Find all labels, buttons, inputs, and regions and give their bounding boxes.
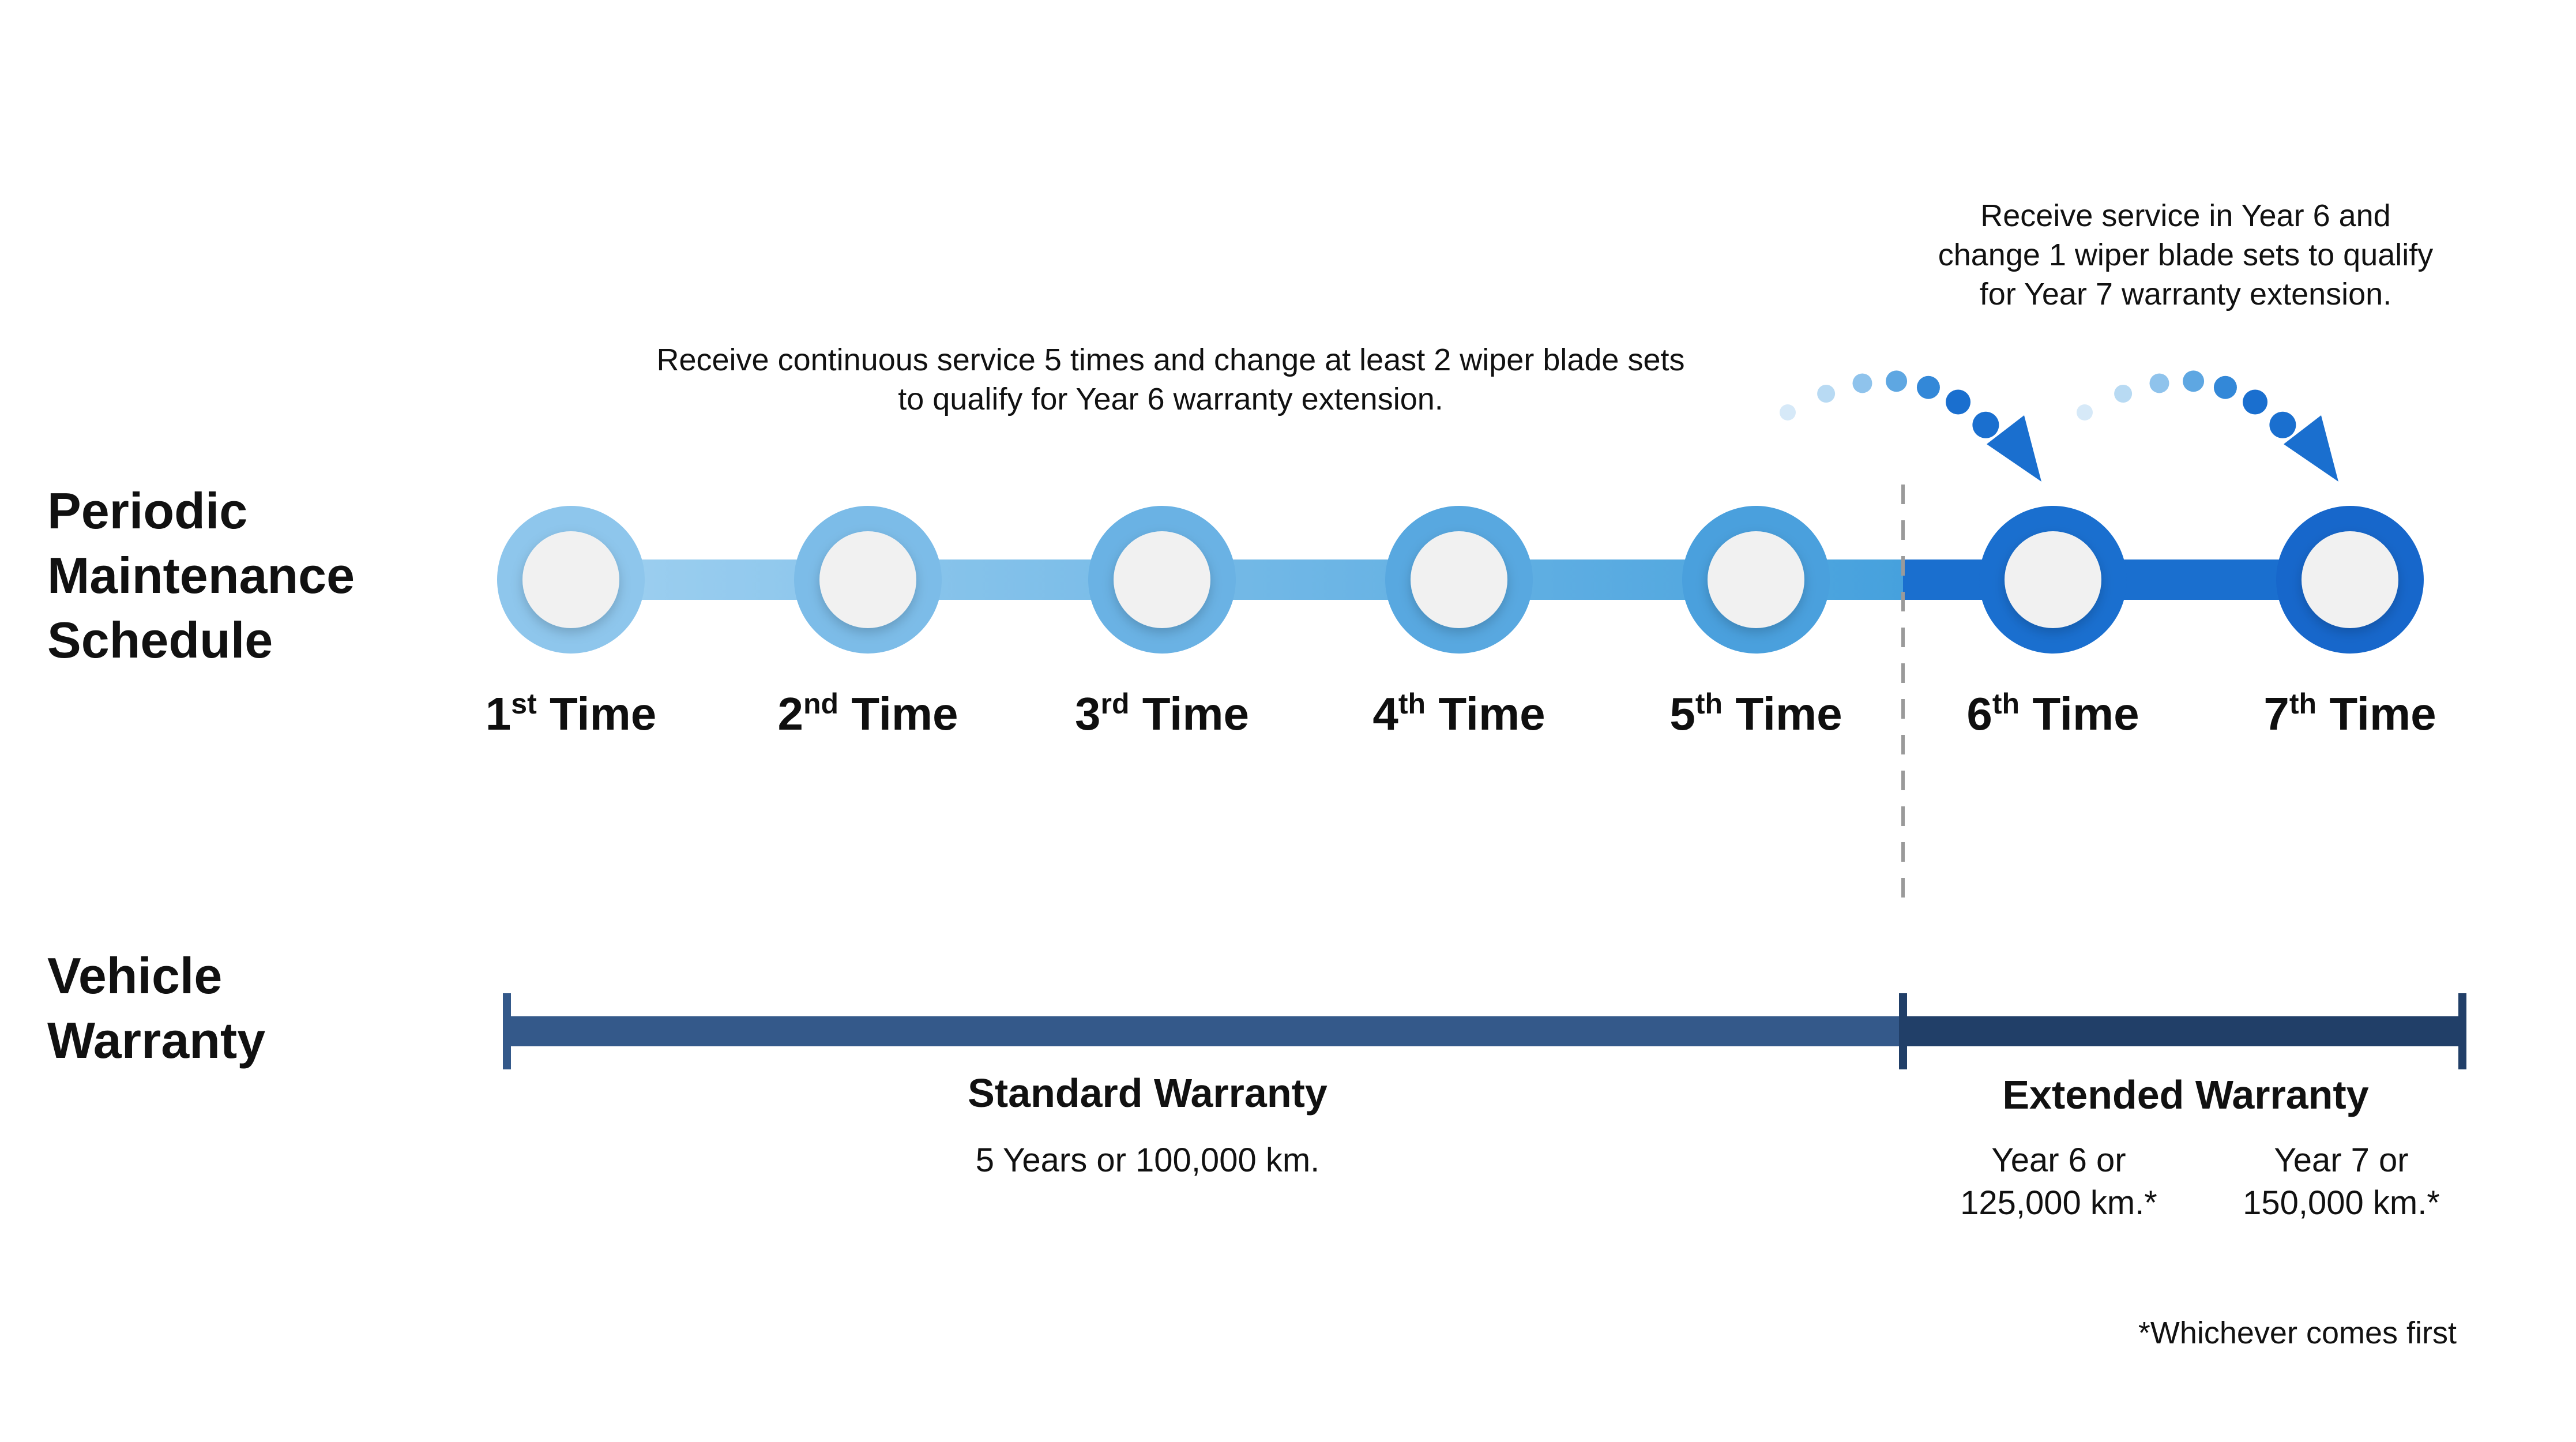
timeline-track-standard <box>571 559 1903 600</box>
vehicle-warranty-heading: Vehicle Warranty <box>47 944 265 1073</box>
heading-line: Warranty <box>47 1012 266 1069</box>
step-node <box>497 506 645 654</box>
step-knob <box>1411 531 1507 628</box>
footnote: *Whichever comes first <box>2138 1316 2457 1350</box>
arrow-dot <box>1780 404 1796 420</box>
step-knob <box>1114 531 1210 628</box>
step-node <box>1682 506 1830 654</box>
step-word: Time <box>536 688 657 739</box>
arrow-dot <box>1886 370 1908 392</box>
maintenance-schedule-heading: Periodic Maintenance Schedule <box>47 479 355 673</box>
step-knob <box>819 531 916 628</box>
standard-warranty-title: Standard Warranty <box>968 1071 1328 1116</box>
year7-line: 150,000 km.* <box>2243 1184 2440 1222</box>
qualify-arrows <box>1780 370 2338 482</box>
note-line: Receive service in Year 6 and <box>1980 198 2391 233</box>
step-ordinal-suffix: th <box>1398 688 1426 720</box>
step-number: 3 <box>1075 688 1101 739</box>
step-knob <box>1708 531 1804 628</box>
step-label: 6th Time <box>1926 686 2180 742</box>
step-ordinal-suffix: th <box>2289 688 2317 720</box>
step-node <box>1385 506 1533 654</box>
step-node <box>2276 506 2424 654</box>
step-number: 1 <box>485 688 512 739</box>
step-number: 2 <box>777 688 803 739</box>
warranty-end-cap <box>2458 993 2466 1069</box>
step-node <box>794 506 942 654</box>
note-line: for Year 7 warranty extension. <box>1979 277 2392 311</box>
step-ordinal-suffix: st <box>511 688 537 720</box>
step-node <box>1088 506 1236 654</box>
year6-line: 125,000 km.* <box>1960 1184 2157 1222</box>
arrow-dot <box>1946 389 1971 415</box>
standard-qualification-note: Receive continuous service 5 times and c… <box>565 340 1776 419</box>
step-label: 4th Time <box>1332 686 1586 742</box>
step-number: 4 <box>1372 688 1398 739</box>
year6-extension-detail: Year 6 or 125,000 km.* <box>1926 1139 2191 1225</box>
arrow-dot <box>2243 389 2268 415</box>
arrow-dot <box>1852 373 1872 393</box>
warranty-divider-cap <box>1899 993 1907 1069</box>
step-ordinal-suffix: rd <box>1100 688 1130 720</box>
arrow-dot <box>1916 375 1940 399</box>
step-word: Time <box>2316 688 2436 739</box>
arrow-dot <box>1972 411 1999 438</box>
arrow-head <box>1987 415 2041 482</box>
step-node <box>1979 506 2127 654</box>
arrow-dot <box>2183 370 2205 392</box>
note-line: change 1 wiper blade sets to qualify <box>1938 238 2434 272</box>
note-line: Receive continuous service 5 times and c… <box>656 343 1685 377</box>
extended-warranty-bar <box>1903 1016 2462 1046</box>
extended-warranty-title: Extended Warranty <box>2002 1072 2369 1117</box>
step-number: 7 <box>2263 688 2289 739</box>
step-ordinal-suffix: th <box>1695 688 1723 720</box>
step-ordinal-suffix: th <box>1992 688 2020 720</box>
step-word: Time <box>1129 688 1249 739</box>
step-word: Time <box>2020 688 2139 739</box>
arrow-head <box>2284 415 2338 482</box>
arrow-dot <box>1817 384 1836 403</box>
arrow-dot <box>2077 404 2093 420</box>
note-line: to qualify for Year 6 warranty extension… <box>898 382 1443 416</box>
step-number: 6 <box>1966 688 1992 739</box>
year7-line: Year 7 or <box>2274 1141 2409 1179</box>
curved-arrow-icon <box>2077 370 2338 482</box>
standard-warranty-bar <box>507 1016 1903 1046</box>
step-label: 5th Time <box>1629 686 1883 742</box>
step-label: 1st Time <box>444 686 698 742</box>
arrow-dot <box>2114 384 2133 403</box>
step-label: 7th Time <box>2223 686 2477 742</box>
warranty-start-cap <box>503 993 511 1069</box>
curved-arrow-icon <box>1780 370 2041 482</box>
standard-warranty-detail: 5 Years or 100,000 km. <box>975 1141 1320 1179</box>
year7-extension-detail: Year 7 or 150,000 km.* <box>2209 1139 2474 1225</box>
extended-qualification-note: Receive service in Year 6 and change 1 w… <box>1880 196 2491 314</box>
arrow-dot <box>2149 373 2169 393</box>
heading-line: Schedule <box>47 611 273 669</box>
step-knob <box>2005 531 2101 628</box>
step-number: 5 <box>1669 688 1695 739</box>
step-label: 2nd Time <box>741 686 995 742</box>
step-word: Time <box>1426 688 1545 739</box>
step-ordinal-suffix: nd <box>803 688 839 720</box>
step-label: 3rd Time <box>1035 686 1289 742</box>
step-knob <box>522 531 619 628</box>
heading-line: Periodic <box>47 482 248 539</box>
step-knob <box>2302 531 2398 628</box>
arrow-dot <box>2269 411 2296 438</box>
step-word: Time <box>838 688 958 739</box>
arrow-dot <box>2213 375 2237 399</box>
year6-line: Year 6 or <box>1991 1141 2126 1179</box>
heading-line: Maintenance <box>47 547 355 604</box>
heading-line: Vehicle <box>47 947 223 1004</box>
step-word: Time <box>1723 688 1842 739</box>
